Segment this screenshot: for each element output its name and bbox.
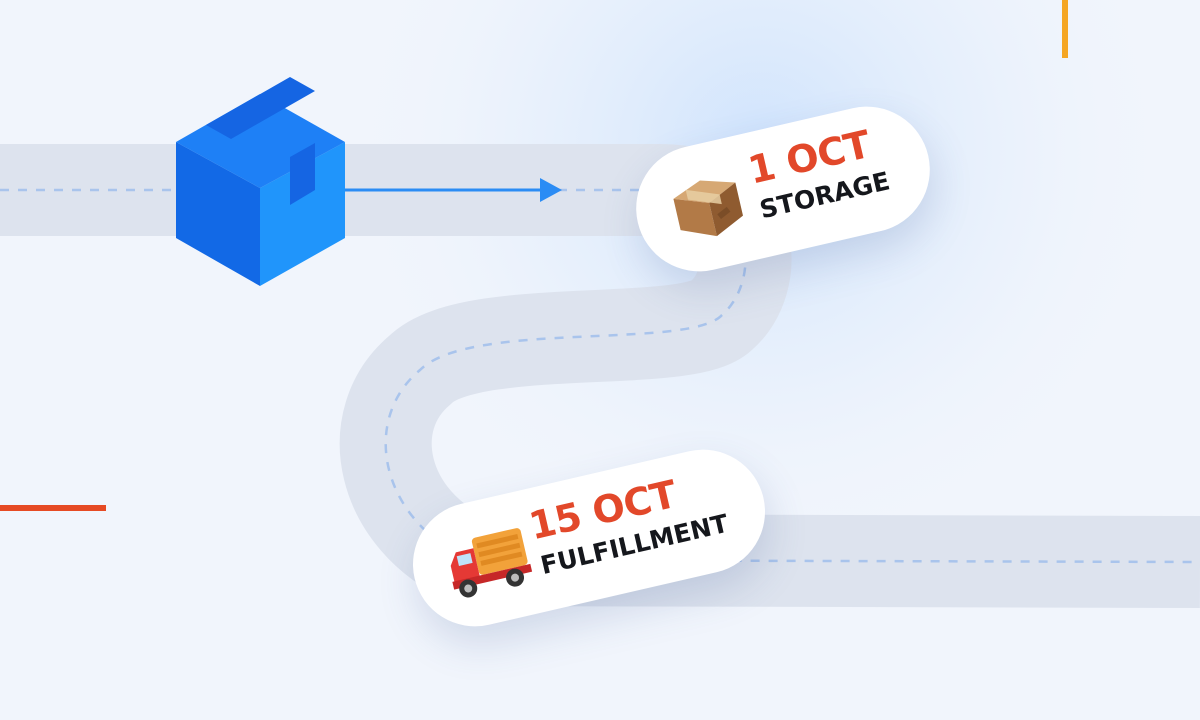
package-cube-icon bbox=[176, 77, 345, 286]
milestone-storage: 1 OCT STORAGE bbox=[623, 94, 943, 284]
accent-red-line bbox=[0, 505, 106, 511]
delivery-truck-icon bbox=[441, 521, 538, 604]
accent-orange-line bbox=[1062, 0, 1068, 58]
milestone-fulfillment: 15 OCT FULFILLMENT bbox=[400, 437, 778, 639]
cardboard-box-icon bbox=[663, 164, 753, 249]
arrow-head bbox=[540, 178, 562, 202]
